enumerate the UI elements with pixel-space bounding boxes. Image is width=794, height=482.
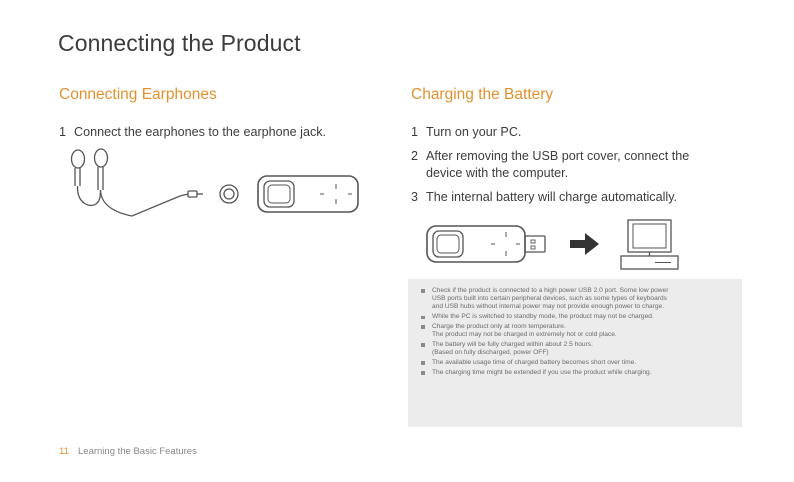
mp3-player-usb-icon [426, 225, 546, 263]
step-number: 2 [411, 149, 419, 163]
charging-step-2: 2 After removing the USB port cover, conn… [411, 148, 741, 182]
note-text: The available usage time of charged batt… [432, 359, 637, 366]
note-text: and USB hubs without internal power may … [432, 303, 665, 311]
step-number: 3 [411, 190, 419, 204]
note-text: Check if the product is connected to a h… [432, 287, 669, 294]
note-item: While the PC is switched to standby mode… [421, 313, 734, 321]
note-item: Check if the product is connected to a h… [421, 287, 734, 312]
earphone-plug-icon [187, 190, 203, 198]
note-text: The product may not be charged in extrem… [432, 331, 617, 339]
step-number: 1 [59, 125, 67, 139]
charging-illustration [426, 219, 679, 270]
step-text: Connect the earphones to the earphone ja… [74, 125, 327, 139]
earbud-left-icon [70, 149, 86, 186]
notes-box: Check if the product is connected to a h… [408, 279, 742, 427]
computer-icon [620, 219, 679, 270]
note-text: Charge the product only at room temperat… [432, 323, 566, 330]
charging-step-3: 3 The internal battery will charge automa… [411, 189, 677, 206]
page-title: Connecting the Product [58, 30, 301, 56]
step-text-continued: device with the computer. [426, 166, 569, 180]
earbud-right-icon [93, 148, 109, 190]
step-text: After removing the USB port cover, conne… [426, 149, 690, 163]
earphone-connection-illustration [70, 148, 359, 217]
section-heading-earphones: Connecting Earphones [59, 86, 217, 103]
step-text: Turn on your PC. [426, 125, 522, 139]
footer-page-number: 11 [59, 446, 69, 457]
note-item: The available usage time of charged batt… [421, 359, 734, 367]
earphone-jack-icon [219, 184, 239, 204]
footer-section-title: Learning the Basic Features [78, 446, 197, 457]
earphone-step-1: 1 Connect the earphones to the earphone j… [59, 124, 326, 141]
earphone-cable-icon [76, 185, 189, 217]
mp3-player-icon [257, 175, 359, 213]
notes-list: Check if the product is connected to a h… [421, 287, 734, 377]
note-item: The charging time might be extended if y… [421, 369, 734, 377]
note-text: USB ports built into certain peripheral … [432, 295, 667, 303]
note-text: The charging time might be extended if y… [432, 368, 652, 376]
charging-step-1: 1 Turn on your PC. [411, 124, 521, 141]
step-text: The internal battery will charge automat… [426, 190, 678, 204]
arrow-right-icon [570, 233, 599, 255]
note-text: While the PC is switched to standby mode… [432, 313, 654, 321]
note-text: (Based on fully discharged, power OFF) [432, 349, 549, 357]
note-item: Charge the product only at room temperat… [421, 323, 734, 339]
step-number: 1 [411, 125, 419, 139]
note-item: The battery will be fully charged within… [421, 341, 734, 357]
section-heading-charging: Charging the Battery [411, 86, 554, 103]
note-text: The battery will be fully charged within… [432, 341, 593, 348]
